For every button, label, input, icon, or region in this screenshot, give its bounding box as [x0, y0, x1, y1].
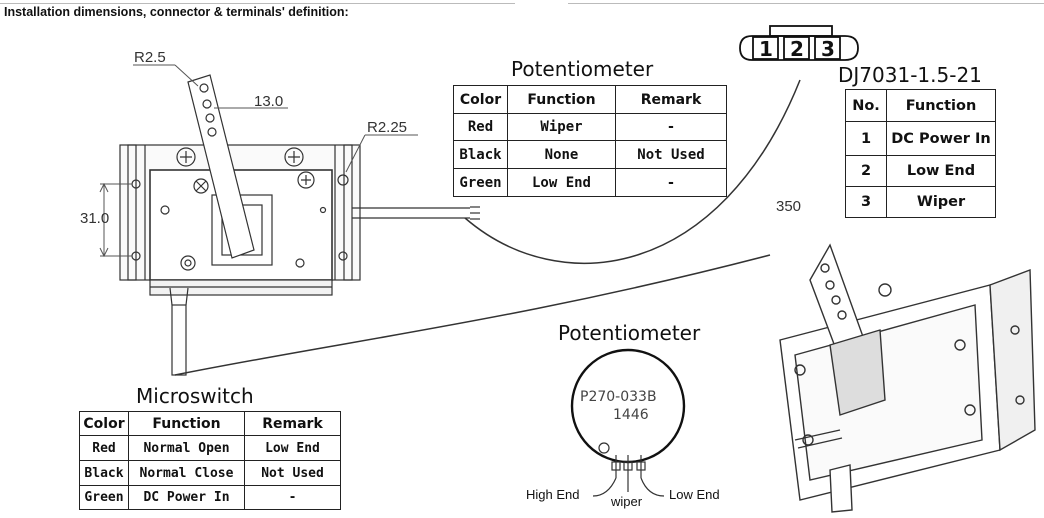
table-cell: - — [615, 113, 727, 141]
table-cell: Black — [79, 460, 129, 486]
ms-header-remark: Remark — [244, 411, 341, 436]
dimension-lines — [99, 64, 418, 258]
top-rule-left — [0, 3, 515, 4]
iso-view — [779, 243, 1036, 513]
height-label: 31.0 — [80, 210, 110, 227]
terminal-label-wiper: wiper — [611, 494, 643, 509]
cable-length-label: 350 — [776, 198, 802, 215]
pot-header-color: Color — [453, 85, 508, 114]
pot-header-function: Function — [507, 85, 616, 114]
table-cell: 1 — [845, 121, 887, 156]
page-heading: Installation dimensions, connector & ter… — [4, 5, 349, 19]
microswitch-table-title: Microswitch — [136, 384, 254, 408]
radius-label-r2-25: R2.25 — [367, 119, 408, 136]
connector-pin-2: 2 — [790, 37, 804, 61]
conn-header-no: No. — [845, 89, 887, 122]
table-cell: Red — [79, 435, 129, 461]
cables — [169, 79, 801, 376]
connector-model: DJ7031-1.5-21 — [838, 63, 982, 87]
table-cell: Low End — [244, 435, 341, 461]
radius-label-r2-5: R2.5 — [134, 49, 166, 66]
table-cell: DC Power In — [128, 485, 245, 510]
connector-outline — [739, 25, 859, 61]
table-cell: - — [244, 485, 341, 510]
pot-component-title: Potentiometer — [558, 321, 701, 345]
table-cell: Black — [453, 140, 508, 169]
connector-pin-1: 1 — [759, 37, 773, 61]
ms-header-color: Color — [79, 411, 129, 436]
table-cell: - — [615, 168, 727, 197]
table-cell: Low End — [886, 155, 996, 187]
table-cell: Not Used — [244, 460, 341, 486]
table-cell: Normal Close — [128, 460, 245, 486]
width-label: 13.0 — [254, 93, 284, 110]
table-cell: None — [507, 140, 616, 169]
pot-table: Color Function Remark Red Wiper - Black … — [453, 85, 727, 197]
table-cell: Not Used — [615, 140, 727, 169]
terminal-label-high-end: High End — [526, 487, 580, 502]
pot-date-code: 1446 — [613, 407, 649, 423]
terminal-label-low-end: Low End — [669, 487, 720, 502]
table-cell: 2 — [845, 155, 887, 187]
table-cell: Wiper — [507, 113, 616, 141]
microswitch-table: Color Function Remark Red Normal Open Lo… — [79, 411, 341, 510]
lever-arm — [187, 74, 255, 259]
table-cell: Low End — [507, 168, 616, 197]
table-cell: Green — [453, 168, 508, 197]
table-cell: 3 — [845, 186, 887, 218]
connector-pin-3: 3 — [821, 37, 835, 61]
ms-header-function: Function — [128, 411, 245, 436]
conn-header-function: Function — [886, 89, 996, 122]
table-cell: Wiper — [886, 186, 996, 218]
pot-table-title: Potentiometer — [511, 57, 654, 81]
connector-table: No. Function 1 DC Power In 2 Low End 3 W… — [845, 89, 996, 218]
table-cell: Green — [79, 485, 129, 510]
pot-header-remark: Remark — [615, 85, 727, 114]
table-cell: DC Power In — [886, 121, 996, 156]
table-cell: Red — [453, 113, 508, 141]
pot-component — [570, 348, 686, 497]
top-rule-right — [568, 3, 1044, 4]
pot-part-number: P270-033B — [580, 389, 657, 405]
table-cell: Normal Open — [128, 435, 245, 461]
